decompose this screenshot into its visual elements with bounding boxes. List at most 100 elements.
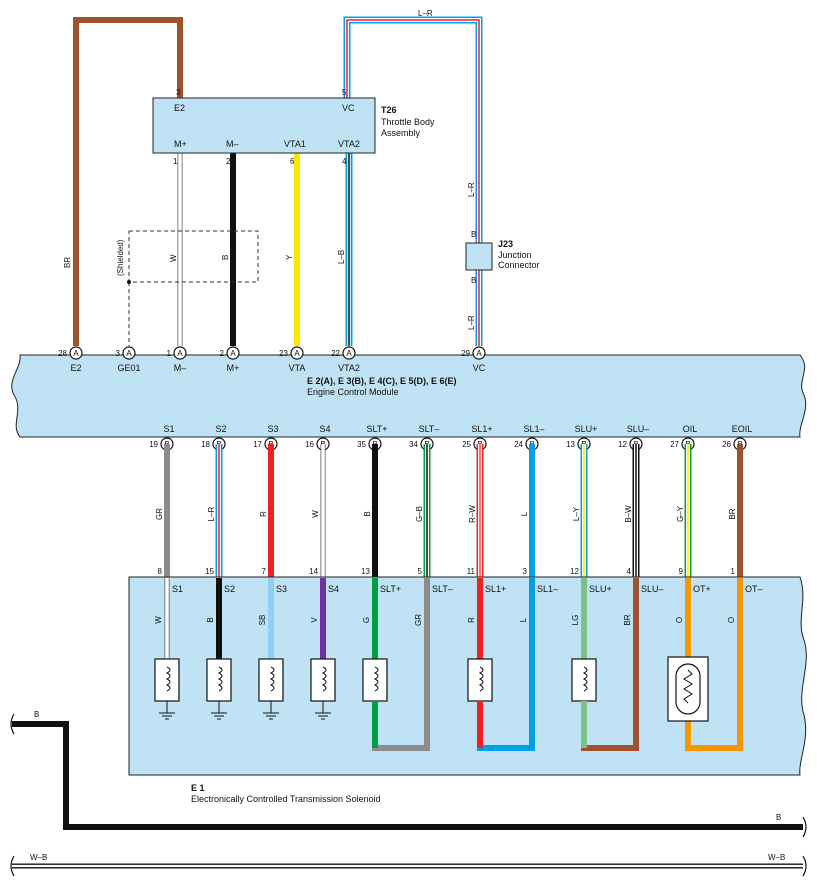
bus-break-left-wb bbox=[10, 855, 15, 877]
solenoid-pin-name: SLT+ bbox=[380, 584, 401, 594]
shield-box bbox=[128, 230, 259, 283]
lower-wire-label: G–Y bbox=[676, 505, 685, 522]
solenoid-pin-num: 15 bbox=[205, 567, 214, 576]
ecm-bottom-pin-name: SLT+ bbox=[366, 424, 387, 434]
j23-pin-top: B bbox=[471, 230, 476, 239]
t26-pin-mplus: M+ bbox=[174, 139, 187, 149]
ecm-top-pin-conn-ring bbox=[173, 346, 187, 360]
lower-wire-label: B–W bbox=[624, 505, 633, 523]
t26-pin-4: 4 bbox=[342, 157, 347, 166]
solenoid-pin-num: 1 bbox=[731, 567, 736, 576]
wire-label-b: B bbox=[221, 255, 230, 260]
solenoid-wire-color-label: O bbox=[727, 617, 736, 623]
solenoid-coil bbox=[362, 658, 388, 702]
solenoid-coil bbox=[206, 658, 232, 702]
solenoid-wire-color-label: O bbox=[675, 617, 684, 623]
lower-wire-label: L bbox=[520, 511, 529, 516]
j23-name-1: Junction bbox=[498, 250, 532, 260]
solenoid-wire-color-label: L bbox=[519, 617, 528, 622]
ecm-bottom-pin-num: 26 bbox=[722, 440, 731, 449]
t26-pin-vta2: VTA2 bbox=[338, 139, 360, 149]
lower-wire-label: GR bbox=[155, 508, 164, 520]
lower-wire-label: W bbox=[311, 510, 320, 518]
solenoid-name: Electronically Controlled Transmission S… bbox=[191, 794, 381, 804]
ecm-top-pin-name: E2 bbox=[70, 363, 81, 373]
ecm-top-pin-conn: A bbox=[126, 349, 132, 358]
bus-label-wb-right: W–B bbox=[768, 853, 785, 862]
ecm-bottom-pin-name: S2 bbox=[215, 424, 226, 434]
wire-label-y: Y bbox=[285, 254, 294, 260]
ecm-top-pin-conn-ring bbox=[342, 346, 356, 360]
lower-wire-label: G–B bbox=[415, 506, 424, 522]
ecm-bottom-pin-name: OIL bbox=[683, 424, 698, 434]
ecm-top-pin-num: 29 bbox=[461, 349, 470, 358]
ecm-top-pin-name: GE01 bbox=[117, 363, 140, 373]
lower-wire-label: L–Y bbox=[572, 506, 581, 521]
ecm-bottom-pin-name: SLT– bbox=[419, 424, 440, 434]
ecm-bottom-pin-name: S4 bbox=[319, 424, 330, 434]
ecm-top-pin-conn: A bbox=[476, 349, 482, 358]
solenoid-pin-name: SLT– bbox=[432, 584, 453, 594]
t26-pin-5: 5 bbox=[342, 88, 347, 97]
solenoid-wire-color-label: B bbox=[206, 617, 215, 622]
ecm-top-pin-num: 2 bbox=[220, 349, 225, 358]
solenoid-pin-num: 14 bbox=[309, 567, 318, 576]
solenoid-pin-num: 7 bbox=[262, 567, 267, 576]
wire-label-lr-upper: L–R bbox=[467, 182, 476, 197]
throttle-body-box bbox=[152, 97, 376, 154]
junction-connector bbox=[465, 242, 493, 271]
solenoid-pin-name: SLU+ bbox=[589, 584, 612, 594]
solenoid-pin-name: SLU– bbox=[641, 584, 664, 594]
t26-pin-vc: VC bbox=[342, 103, 355, 113]
solenoid-wire-color-label: GR bbox=[414, 614, 423, 626]
lower-wire-label: BR bbox=[728, 508, 737, 519]
j23-id: J23 bbox=[498, 239, 513, 249]
ecm-bottom-pin-num: 34 bbox=[409, 440, 418, 449]
wire-lr-vc bbox=[343, 16, 483, 346]
shielded-label: (Shielded) bbox=[116, 239, 125, 276]
solenoid-pin-num: 11 bbox=[467, 567, 476, 576]
wire-label-lb: L–B bbox=[337, 250, 346, 264]
ecm-top-pin-num: 23 bbox=[279, 349, 288, 358]
ecm-bottom-pin-num: 19 bbox=[149, 440, 158, 449]
ground-symbol bbox=[211, 701, 227, 720]
wire-br-e2 bbox=[73, 17, 183, 346]
ecm-bottom-pin-name: SLU– bbox=[627, 424, 650, 434]
t26-pin-3: 3 bbox=[176, 88, 181, 97]
ecm-top-pin-name: M+ bbox=[227, 363, 240, 373]
ecm-bottom-pin-num: 35 bbox=[357, 440, 366, 449]
ecm-top-pin-conn: A bbox=[230, 349, 236, 358]
j23-pin-bottom: B bbox=[471, 276, 476, 285]
ecm-bottom-pin-num: 13 bbox=[566, 440, 575, 449]
solenoid-wire-color-label: W bbox=[154, 616, 163, 624]
lower-wire-label: R–W bbox=[468, 505, 477, 523]
wire-label-lr-lower: L–R bbox=[467, 315, 476, 330]
solenoid-pin-name: S1 bbox=[172, 584, 183, 594]
solenoid-pin-name: SL1– bbox=[537, 584, 558, 594]
ground-symbol bbox=[159, 701, 175, 720]
ecm-top-pin-conn-ring bbox=[122, 346, 136, 360]
ecm-top-pin-name: VTA2 bbox=[338, 363, 360, 373]
ecm-top-pin-name: VTA bbox=[289, 363, 306, 373]
bus-wire-b bbox=[12, 721, 803, 830]
solenoid-pin-num: 9 bbox=[679, 567, 684, 576]
ecm-top-pin-conn: A bbox=[73, 349, 79, 358]
t26-pin-vta1: VTA1 bbox=[284, 139, 306, 149]
t26-pin-2: 2 bbox=[226, 157, 231, 166]
ecm-top-pin-conn: A bbox=[346, 349, 352, 358]
ecm-top-pin-num: 3 bbox=[116, 349, 121, 358]
bus-break-right-b bbox=[802, 816, 807, 838]
ecm-bottom-pin-num: 24 bbox=[514, 440, 523, 449]
ground-symbol bbox=[315, 701, 331, 720]
bus-break-left-b bbox=[10, 713, 15, 735]
t26-pin-1: 1 bbox=[173, 157, 178, 166]
solenoid-coil bbox=[154, 658, 180, 702]
bus-break-right-wb bbox=[802, 855, 807, 877]
ecm-bottom-pin-num: 18 bbox=[201, 440, 210, 449]
solenoid-coil bbox=[467, 658, 493, 702]
solenoid-pin-name: OT– bbox=[745, 584, 763, 594]
solenoid-pin-num: 3 bbox=[523, 567, 528, 576]
solenoid-pin-num: 8 bbox=[158, 567, 163, 576]
ecm-top-pin-conn: A bbox=[177, 349, 183, 358]
solenoid-pin-num: 13 bbox=[361, 567, 370, 576]
